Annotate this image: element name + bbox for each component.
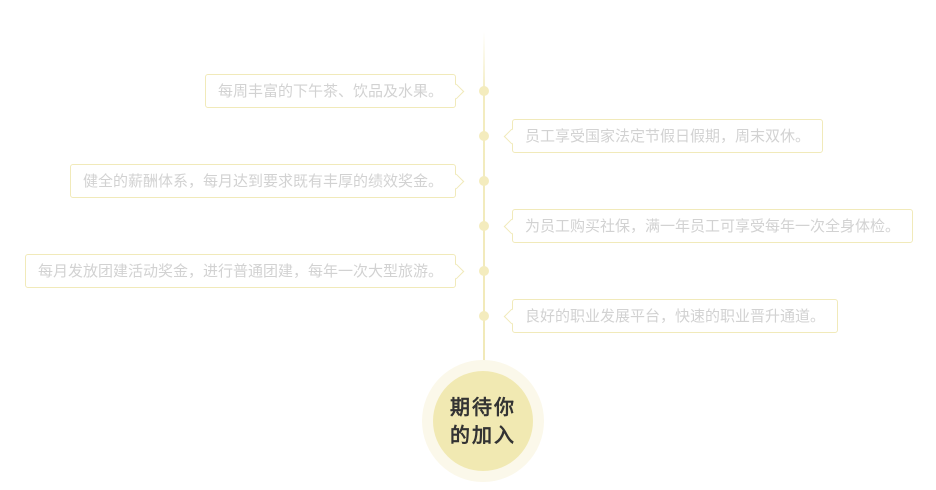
timeline-line: [483, 32, 485, 382]
benefit-bubble: 为员工购买社保，满一年员工可享受每年一次全身体检。: [512, 209, 914, 243]
benefit-text: 健全的薪酬体系，每月达到要求既有丰厚的绩效奖金。: [82, 172, 443, 190]
benefit-text: 员工享受国家法定节假日假期，周末双休。: [525, 127, 811, 145]
timeline-dot: [479, 311, 489, 321]
benefit-text: 为员工购买社保，满一年员工可享受每年一次全身体检。: [525, 217, 901, 235]
benefit-bubble: 每月发放团建活动奖金，进行普通团建，每年一次大型旅游。: [24, 254, 456, 288]
benefit-bubble: 良好的职业发展平台，快速的职业晋升通道。: [512, 299, 839, 333]
timeline-dot: [479, 266, 489, 276]
timeline-dot: [479, 176, 489, 186]
timeline-dot: [479, 86, 489, 96]
join-badge-line1: 期待你: [450, 395, 516, 419]
benefit-text: 每月发放团建活动奖金，进行普通团建，每年一次大型旅游。: [37, 262, 443, 280]
benefit-bubble: 每周丰富的下午茶、饮品及水果。: [204, 74, 456, 108]
join-badge: 期待你 的加入: [433, 371, 533, 471]
benefit-text: 每周丰富的下午茶、饮品及水果。: [217, 82, 443, 100]
benefit-bubble: 健全的薪酬体系，每月达到要求既有丰厚的绩效奖金。: [69, 164, 456, 198]
benefit-text: 良好的职业发展平台，快速的职业晋升通道。: [525, 307, 826, 325]
join-badge-line2: 的加入: [450, 423, 516, 447]
benefit-bubble: 员工享受国家法定节假日假期，周末双休。: [512, 119, 824, 153]
timeline-dot: [479, 221, 489, 231]
timeline-dot: [479, 131, 489, 141]
join-badge-halo: 期待你 的加入: [422, 360, 544, 482]
